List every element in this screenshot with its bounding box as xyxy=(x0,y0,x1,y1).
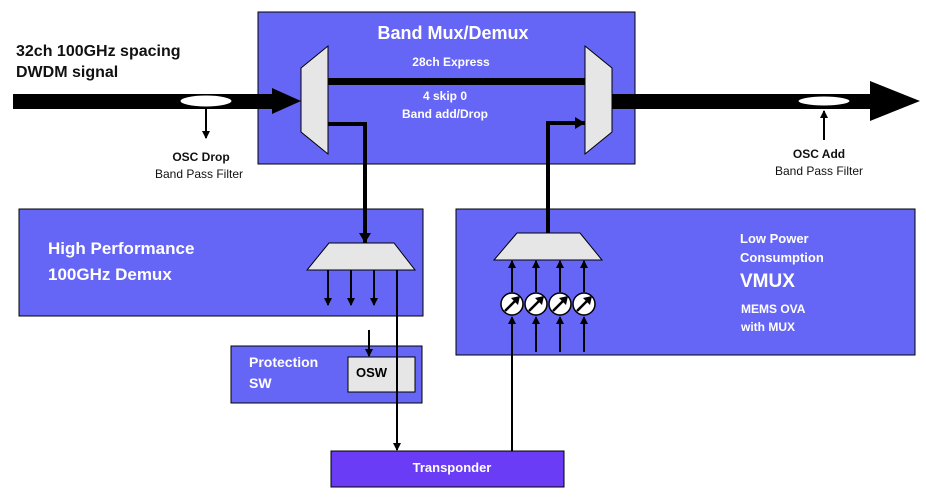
vmux-shape xyxy=(492,232,604,261)
transponder-block xyxy=(330,450,565,488)
vmux-block xyxy=(455,208,916,356)
express-label: 28ch Express xyxy=(412,55,490,69)
vmux-label-line3: VMUX xyxy=(740,271,795,292)
band-mux-shape xyxy=(584,44,613,156)
osw-label: OSW xyxy=(356,365,388,380)
input-signal-line xyxy=(13,94,275,109)
attenuator-1-icon xyxy=(500,292,524,316)
osc-drop-title: OSC Drop xyxy=(172,150,229,164)
band-add-path xyxy=(546,117,585,233)
band-demux-shape xyxy=(300,44,329,156)
protection-label-line1: Protection xyxy=(249,354,318,370)
osw-box xyxy=(347,356,416,393)
band-drop-path xyxy=(328,122,371,243)
osc-drop-subtitle: Band Pass Filter xyxy=(155,167,243,181)
band-mux-title: Band Mux/Demux xyxy=(377,23,528,43)
add-drop-label-line1: 4 skip 0 xyxy=(423,89,467,103)
osc-add-filter xyxy=(797,95,851,107)
osc-add-title: OSC Add xyxy=(793,147,845,161)
transponder-label: Transponder xyxy=(413,460,492,475)
express-line xyxy=(328,78,585,85)
vmux-label-line2: Consumption xyxy=(740,250,824,265)
demux-label-line2: 100GHz Demux xyxy=(48,265,172,284)
attenuator-2-icon xyxy=(524,292,548,316)
osc-drop-filter xyxy=(179,94,233,108)
attenuator-3-icon xyxy=(548,292,572,316)
output-arrowhead xyxy=(870,81,920,121)
input-label-line1: 32ch 100GHz spacing xyxy=(16,43,181,60)
vmux-label-line1: Low Power xyxy=(740,231,809,246)
demux-label-line1: High Performance xyxy=(48,239,194,258)
osc-add-subtitle: Band Pass Filter xyxy=(775,164,863,178)
attenuator-4-icon xyxy=(572,292,596,316)
input-label-line2: DWDM signal xyxy=(16,64,118,81)
input-arrowhead xyxy=(272,88,301,114)
vmux-label-line5: with MUX xyxy=(740,320,795,334)
protection-label-line2: SW xyxy=(249,375,272,391)
channel-demux-shape xyxy=(305,242,417,271)
vmux-label-line4: MEMS OVA xyxy=(741,302,806,316)
add-drop-label-line2: Band add/Drop xyxy=(402,107,488,121)
vmux-channels xyxy=(508,260,588,352)
